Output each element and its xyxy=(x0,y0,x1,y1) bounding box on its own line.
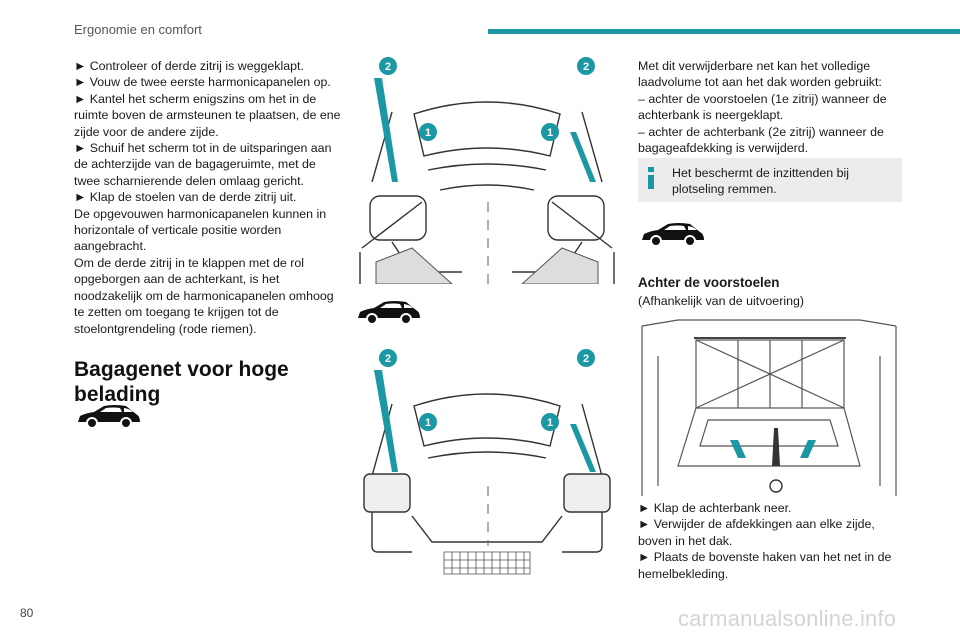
paragraph: De opgevouwen harmonicapanelen kunnen in… xyxy=(74,206,327,254)
callout-1-badge: 1 xyxy=(419,413,437,431)
step: ► Verwijder de afdekkingen aan elke zijd… xyxy=(638,517,875,548)
callout-1-badge: 1 xyxy=(419,123,437,141)
step: ► Plaats de bovenste haken van het net i… xyxy=(638,550,892,581)
callout-1-badge: 1 xyxy=(541,413,559,431)
paragraph: Om de derde zitrij in te klappen met de … xyxy=(74,255,334,336)
paragraph: ► Kantel het scherm enigszins om het in … xyxy=(74,91,341,139)
info-icon xyxy=(648,167,654,189)
paragraph: Met dit verwijderbare net kan het volled… xyxy=(638,59,882,90)
subsection-note: (Afhankelijk van de uitvoering) xyxy=(638,294,804,308)
svg-text:1: 1 xyxy=(547,127,553,139)
net-installation-diagram-top: 2 2 1 1 xyxy=(359,57,615,284)
car-suv-icon xyxy=(358,301,420,325)
paragraph: ► Schuif het scherm tot in de uitsparing… xyxy=(74,141,332,188)
paragraph: ► Controleer of derde zitrij is weggekla… xyxy=(74,59,304,73)
svg-text:1: 1 xyxy=(425,417,431,429)
info-text: Het beschermt de inzittenden bij plotsel… xyxy=(672,166,850,197)
right-column-steps: ► Klap de achterbank neer. ► Verwijder d… xyxy=(638,500,902,582)
page-header-title: Ergonomie en comfort xyxy=(74,22,202,37)
subsection-title: Achter de voorstoelen xyxy=(638,275,780,290)
paragraph: ► Klap de stoelen van de derde zitrij ui… xyxy=(74,190,297,205)
left-column: ► Controleer of derde zitrij is weggekla… xyxy=(74,58,342,407)
right-column-intro: Met dit verwijderbare net kan het volled… xyxy=(638,58,902,156)
cargo-net-diagram xyxy=(641,319,897,496)
info-box: Het beschermt de inzittenden bij plotsel… xyxy=(638,158,902,202)
svg-text:2: 2 xyxy=(385,353,391,365)
header-accent-bar xyxy=(488,29,960,34)
callout-2-badge: 2 xyxy=(379,349,397,367)
car-suv-icon xyxy=(78,405,140,429)
watermark: carmanualsonline.info xyxy=(678,606,897,631)
svg-text:1: 1 xyxy=(547,417,553,429)
callout-1-badge: 1 xyxy=(541,123,559,141)
svg-text:2: 2 xyxy=(583,353,589,365)
net-installation-diagram-bottom: 2 2 1 1 xyxy=(363,349,611,575)
car-suv-icon xyxy=(642,223,704,247)
section-title: Bagagenet voor hoge belading xyxy=(74,357,289,406)
paragraph: – achter de achterbank (2e zitrij) wanne… xyxy=(638,124,884,156)
callout-2-badge: 2 xyxy=(379,57,397,75)
callout-2-badge: 2 xyxy=(577,349,595,367)
paragraph: ► Vouw de twee eerste harmonicapanelen o… xyxy=(74,75,331,90)
svg-text:2: 2 xyxy=(583,61,589,73)
step: ► Klap de achterbank neer. xyxy=(638,501,792,515)
paragraph: – achter de voorstoelen (1e zitrij) wann… xyxy=(638,91,887,123)
svg-text:1: 1 xyxy=(425,127,431,139)
svg-text:2: 2 xyxy=(385,61,391,73)
callout-2-badge: 2 xyxy=(577,57,595,75)
page-number: 80 xyxy=(20,606,34,620)
